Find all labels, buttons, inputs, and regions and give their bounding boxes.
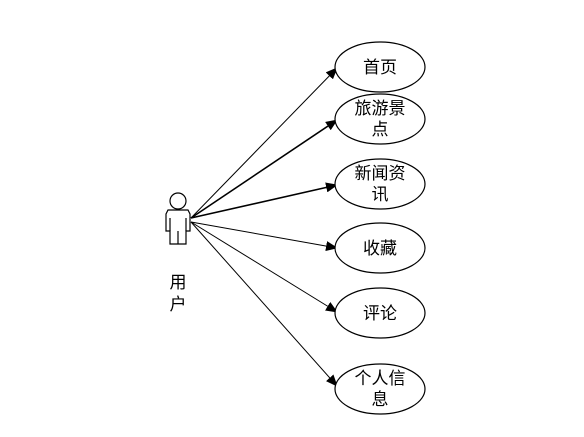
use-case-favorites-label: 收藏 [363, 239, 397, 259]
use-case-news-label-line-2: 讯 [372, 185, 389, 205]
use-case-favorites[interactable]: 收藏 [334, 222, 426, 274]
person-icon [165, 192, 191, 245]
actor-label-line-1: 用 [170, 273, 187, 293]
association-home [190, 67, 338, 219]
use-case-scenic-label-line-2: 点 [372, 120, 389, 140]
use-case-comments-label: 评论 [363, 304, 397, 324]
use-case-news-label-line-1: 新闻资 [355, 164, 406, 184]
association-favorites [190, 221, 338, 251]
actor-user[interactable]: 用 户 [165, 192, 191, 315]
association-news [190, 182, 338, 219]
association-profile [190, 221, 338, 387]
actor-label-line-2: 户 [170, 295, 187, 315]
use-case-profile[interactable]: 个人信 息 [334, 363, 426, 415]
association-comments [190, 221, 338, 313]
use-case-profile-label-line-2: 息 [372, 390, 389, 410]
use-case-comments[interactable]: 评论 [334, 287, 426, 339]
use-case-home-label: 首页 [363, 58, 397, 78]
use-case-scenic-label-line-1: 旅游景 [355, 99, 406, 119]
associations [190, 67, 338, 387]
use-case-home[interactable]: 首页 [334, 41, 426, 93]
use-case-profile-label-line-1: 个人信 [355, 369, 406, 389]
association-scenic [190, 119, 338, 219]
use-case-news[interactable]: 新闻资 讯 [334, 158, 426, 210]
use-case-scenic[interactable]: 旅游景 点 [334, 93, 426, 145]
